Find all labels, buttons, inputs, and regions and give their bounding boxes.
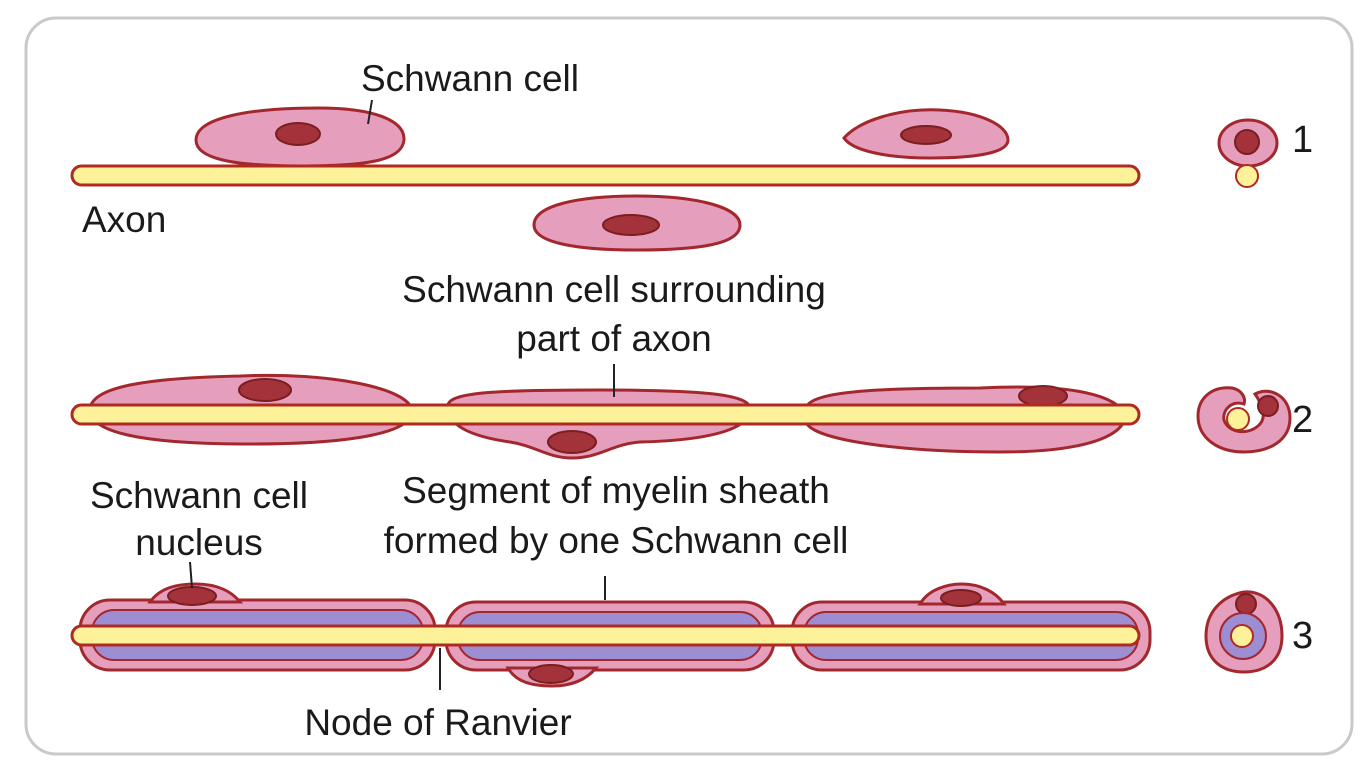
- label-surrounding-line1: Schwann cell surrounding: [402, 269, 826, 310]
- stage-number-3: 3: [1292, 615, 1313, 657]
- schwann-cell-nucleus: [547, 430, 597, 454]
- axon-cross-section: [1230, 624, 1254, 648]
- label-axon: Axon: [82, 199, 166, 240]
- schwann-cell-nucleus: [275, 122, 321, 146]
- schwann-cell-leader: [367, 99, 373, 125]
- diagram-frame: [24, 16, 1354, 756]
- label-segment-line2: formed by one Schwann cell: [384, 520, 849, 561]
- stage-number-1: 1: [1292, 119, 1313, 161]
- schwann-cell-nucleus: [602, 214, 660, 236]
- label-node-of-ranvier: Node of Ranvier: [304, 702, 571, 743]
- schwann-cell-nucleus: [238, 378, 292, 402]
- cross-section-1: [1217, 118, 1279, 188]
- axon-cross-section: [1235, 164, 1259, 188]
- schwann-cell-nucleus: [900, 125, 952, 145]
- label-nucleus-line2: nucleus: [135, 522, 263, 563]
- schwann-cell-nucleus: [1018, 385, 1068, 407]
- label-segment-line1: Segment of myelin sheath: [402, 470, 830, 511]
- label-nucleus-line1: Schwann cell: [90, 475, 308, 516]
- nucleus-leader: [189, 561, 193, 589]
- cross-section-3: [1204, 590, 1284, 674]
- axon: [70, 624, 1141, 647]
- schwann-cell-nucleus: [528, 664, 574, 684]
- stage-number-2: 2: [1292, 399, 1313, 441]
- schwann-cell-nucleus: [167, 586, 217, 606]
- row-3: [70, 561, 1152, 690]
- cross-section-2: [1196, 386, 1292, 454]
- label-surrounding-line2: part of axon: [516, 318, 711, 359]
- label-schwann-cell: Schwann cell: [361, 58, 579, 99]
- schwann-cell-nucleus: [940, 589, 982, 607]
- axon-cross-section: [1226, 407, 1250, 431]
- row-1: [70, 99, 1141, 252]
- axon: [70, 403, 1141, 426]
- axon: [70, 164, 1141, 187]
- row-2: [70, 364, 1141, 460]
